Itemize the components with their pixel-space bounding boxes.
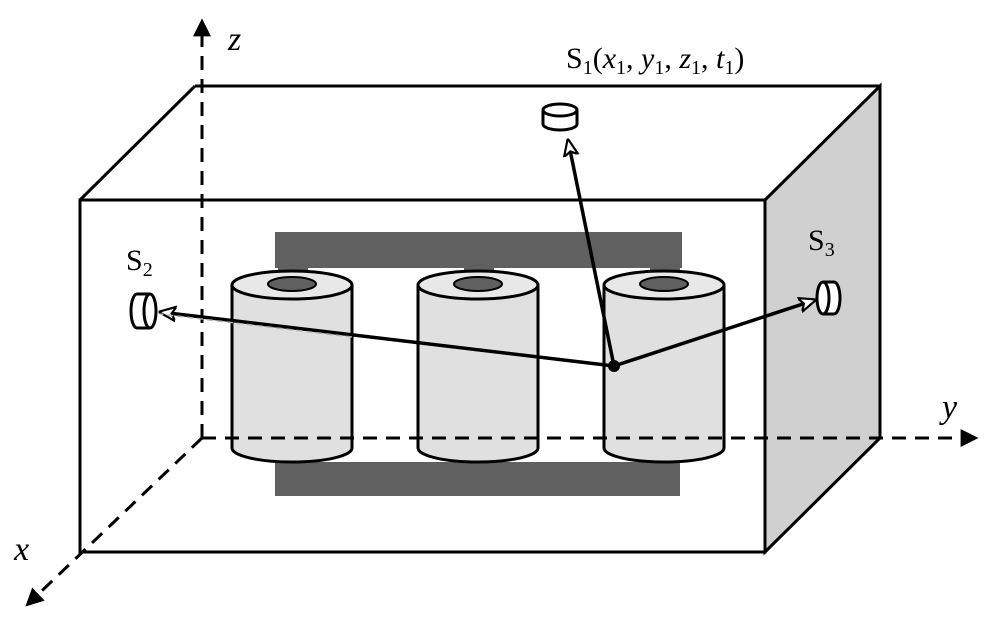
- path-to-s3: [613, 300, 815, 368]
- winding-right: [602, 269, 726, 464]
- path-to-s1: [568, 140, 616, 367]
- x-axis-label: x: [13, 531, 29, 568]
- tank-front-face: [78, 198, 767, 554]
- x-axis: [25, 436, 204, 607]
- path-to-s2-highlight: [159, 313, 353, 338]
- tank-top-left-edge: [78, 84, 197, 202]
- path-to-s2: [160, 312, 615, 368]
- sensor-s3-label: S3: [808, 224, 835, 261]
- sensor-s2-label: S2: [126, 244, 153, 281]
- sensor-s1: [541, 102, 579, 132]
- winding-middle: [416, 269, 540, 464]
- bottom-yoke: [275, 462, 680, 496]
- sensor-s2: [129, 292, 158, 330]
- sensor-s3: [815, 280, 842, 316]
- tank-side-face: [763, 82, 882, 556]
- sensor-s1-label: S1(x1, y1, z1, t1): [566, 42, 744, 79]
- z-axis-label: z: [227, 21, 241, 58]
- y-axis-label: y: [939, 389, 958, 426]
- winding-left: [230, 269, 354, 464]
